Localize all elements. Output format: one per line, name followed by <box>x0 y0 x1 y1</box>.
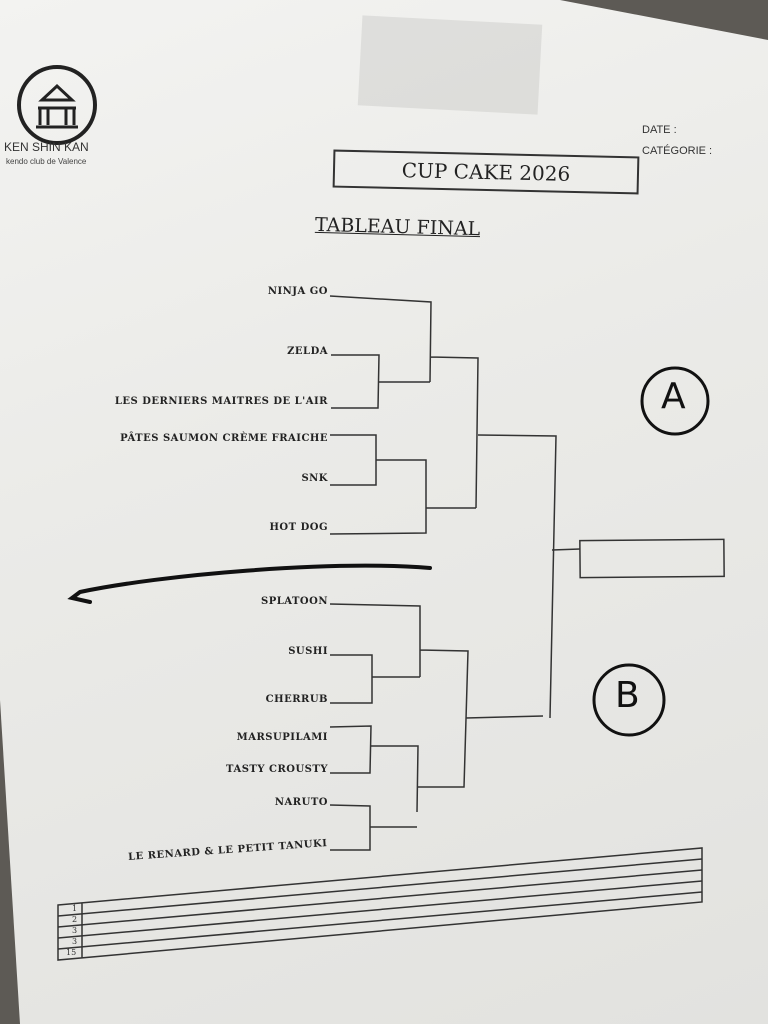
entrant: CHERRUB <box>265 694 328 705</box>
rank-label: 3 <box>72 937 78 946</box>
category-label: CATÉGORIE : <box>642 145 713 157</box>
rank-label: 15 <box>66 948 77 957</box>
entrant: SPLATOON <box>261 596 328 607</box>
bracket-subtitle: TABLEAU FINAL <box>314 213 481 241</box>
club-subtitle: kendo club de Valence <box>6 157 87 166</box>
pool-a-label: A <box>661 376 686 417</box>
date-label: DATE : <box>642 124 677 136</box>
entrant: NINJA GO <box>267 286 328 297</box>
club-logo <box>17 65 97 145</box>
club-name: KEN SHIN KAN <box>4 140 89 154</box>
entrant: LES DERNIERS MAITRES DE L'AIR <box>114 396 328 407</box>
entrant: HOT DOG <box>269 522 328 533</box>
pool-b-circle <box>592 663 666 737</box>
rank-label: 2 <box>72 915 78 924</box>
rank-label: 3 <box>72 926 78 935</box>
entrant: ZELDA <box>287 346 328 357</box>
entrant: SNK <box>301 473 328 484</box>
pool-b-label: B <box>615 675 640 716</box>
entrant: PÂTES SAUMON CRÈME FRAICHE <box>120 433 328 444</box>
entrant: TASTY CROUSTY <box>226 764 328 775</box>
entrant: MARSUPILAMI <box>236 732 328 743</box>
hand-drawn-arrow <box>67 563 432 604</box>
tournament-title: CUP CAKE 2026 <box>332 149 640 195</box>
title-text: CUP CAKE 2026 <box>401 158 571 186</box>
ranking-table <box>57 847 703 961</box>
entrant: NARUTO <box>274 797 328 808</box>
pool-a-circle <box>640 366 710 436</box>
rank-label: 1 <box>72 904 78 913</box>
entrant: SUSHI <box>288 646 328 657</box>
